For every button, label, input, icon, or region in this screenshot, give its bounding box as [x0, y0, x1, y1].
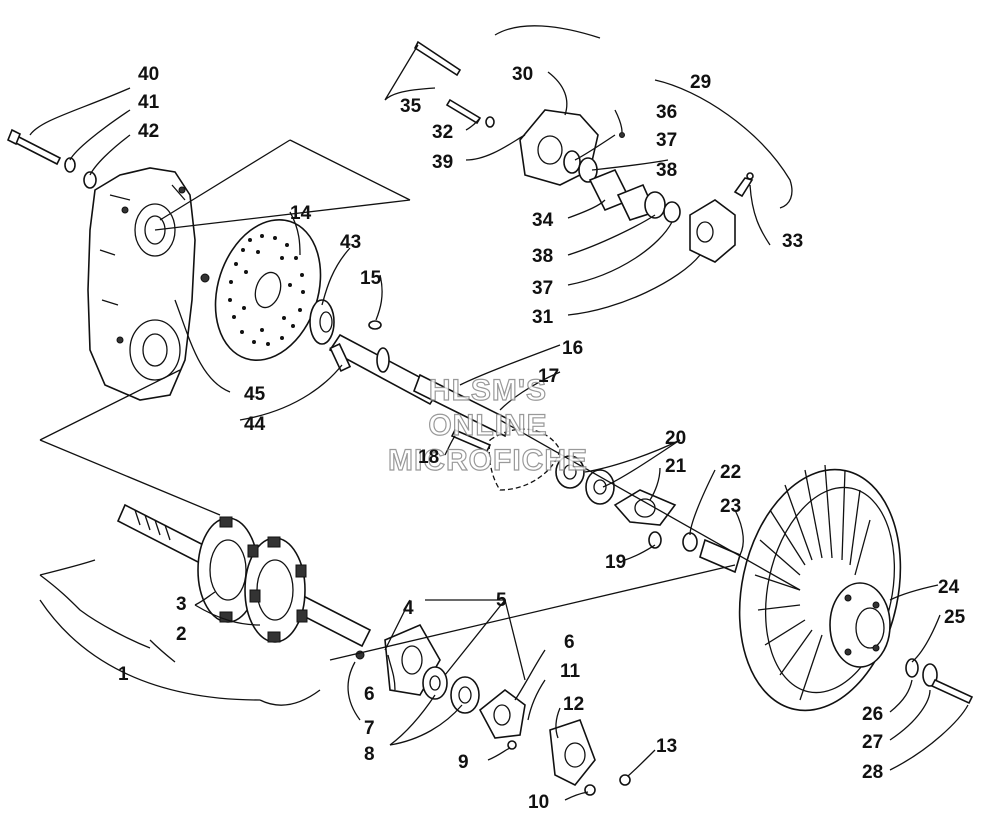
- callout-9: 9: [458, 752, 469, 773]
- callout-30: 30: [512, 64, 533, 85]
- bolt-18: [450, 428, 492, 453]
- callout-6a: 6: [364, 684, 375, 705]
- callout-15: 15: [360, 268, 382, 289]
- callout-28: 28: [862, 762, 883, 783]
- callout-25: 25: [944, 607, 966, 628]
- flange-21: [613, 489, 677, 526]
- ring-22: [682, 532, 698, 552]
- screw-13: [619, 774, 631, 786]
- callout-7: 7: [364, 718, 375, 739]
- key-15: [368, 320, 382, 330]
- piston-38-b: [644, 191, 666, 219]
- washer-27: [922, 663, 938, 687]
- callout-17: 17: [538, 366, 559, 387]
- bearing-flange-6: [478, 688, 526, 739]
- end-cap-12: [549, 718, 596, 787]
- callout-41: 41: [138, 92, 160, 113]
- bolt-28: [930, 678, 974, 705]
- callout-6b: 6: [564, 632, 575, 653]
- callout-26: 26: [862, 704, 883, 725]
- callout-20: 20: [665, 428, 686, 449]
- callout-32: 32: [432, 122, 453, 143]
- bearings-8: [422, 666, 480, 714]
- nut-45: [200, 273, 210, 283]
- leader-lines: [29, 25, 969, 801]
- callout-2: 2: [176, 624, 187, 645]
- bolt-32: [445, 98, 482, 125]
- callout-44: 44: [244, 414, 266, 435]
- drive-sprockets: [197, 516, 308, 643]
- callout-33: 33: [782, 231, 803, 252]
- callout-5: 5: [496, 590, 507, 611]
- callout-22: 22: [720, 462, 741, 483]
- washer-26: [905, 658, 919, 678]
- callout-23: 23: [720, 496, 741, 517]
- washer-42: [83, 171, 97, 189]
- callout-43: 43: [340, 232, 361, 253]
- chaincase-housing: [87, 167, 196, 401]
- nut-10: [584, 784, 596, 796]
- callout-11: 11: [560, 661, 581, 682]
- driven-clutch: [738, 464, 902, 712]
- callout-38b: 38: [532, 246, 553, 267]
- bleeder-33: [733, 172, 754, 198]
- callout-38a: 38: [656, 160, 677, 181]
- callout-39: 39: [432, 152, 453, 173]
- callout-4: 4: [403, 598, 414, 619]
- watermark: HLSM'S ONLINE MICROFICHE: [387, 373, 588, 477]
- washer-39: [485, 116, 495, 128]
- callout-36: 36: [656, 102, 677, 123]
- callout-29: 29: [690, 72, 711, 93]
- callout-31: 31: [532, 307, 554, 328]
- callout-35: 35: [400, 96, 422, 117]
- callout-24: 24: [938, 577, 960, 598]
- brake-hub-43: [309, 299, 335, 345]
- callout-18: 18: [418, 447, 439, 468]
- washer-41: [64, 157, 76, 173]
- bolt-40: [6, 128, 62, 166]
- callout-40: 40: [138, 64, 159, 85]
- callout-8: 8: [364, 744, 375, 765]
- watermark-line-1: HLSM'S: [429, 374, 547, 407]
- nut-19: [648, 531, 662, 549]
- seal-37-b: [663, 201, 681, 223]
- callout-10: 10: [528, 792, 549, 813]
- callout-37b: 37: [532, 278, 553, 299]
- brake-disc: [214, 219, 322, 361]
- stud-44: [329, 342, 352, 372]
- sleeve-17: [412, 373, 511, 438]
- bracket-outline: [488, 428, 561, 491]
- callout-45: 45: [244, 384, 266, 405]
- pin-36: [619, 132, 625, 138]
- callout-3: 3: [176, 594, 187, 615]
- bearings-20: [555, 455, 615, 505]
- seal-37: [563, 150, 581, 174]
- callout-21: 21: [665, 456, 687, 477]
- jackshaft: [328, 333, 442, 406]
- callout-1: 1: [118, 664, 129, 685]
- callout-27: 27: [862, 732, 883, 753]
- caliper-31: [689, 199, 736, 263]
- callout-16: 16: [562, 338, 583, 359]
- callout-12: 12: [563, 694, 584, 715]
- callout-34: 34: [532, 210, 554, 231]
- nut-9: [507, 740, 517, 750]
- watermark-line-3: MICROFICHE: [388, 444, 588, 477]
- callout-14: 14: [290, 203, 312, 224]
- cotter-35: [413, 40, 462, 77]
- callout-42: 42: [138, 121, 159, 142]
- watermark-line-2: ONLINE: [428, 409, 547, 442]
- callout-labels: 1 2 3 4 5 6 6 7 8 9 10 11 12 13 14 15 16…: [118, 64, 966, 813]
- callout-37a: 37: [656, 130, 677, 151]
- callout-13: 13: [656, 736, 677, 757]
- callout-19: 19: [605, 552, 626, 573]
